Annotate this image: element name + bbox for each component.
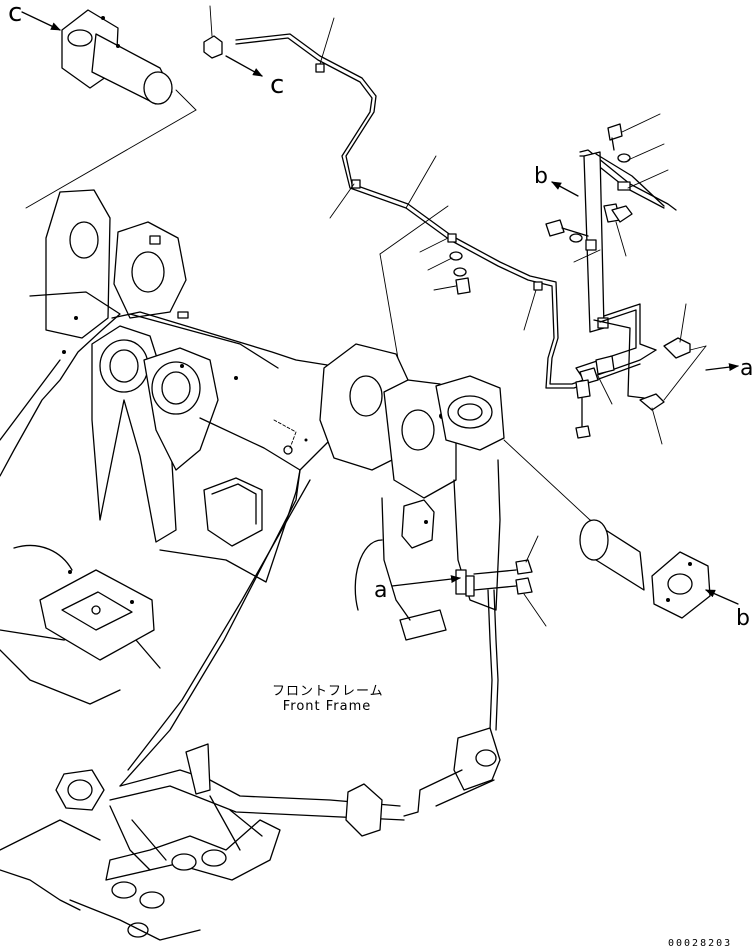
front-frame-label-japanese: フロントフレーム xyxy=(272,684,384,699)
arrow-c-top-left xyxy=(21,11,61,31)
callout-b-right: b xyxy=(534,164,548,189)
front-frame xyxy=(0,189,711,941)
connector-top xyxy=(203,5,223,59)
tube-line-upper xyxy=(235,17,657,389)
callout-b-bottom-right: b xyxy=(736,606,750,631)
arrow-c-top-mid xyxy=(225,55,263,77)
bracket-assembly-right xyxy=(545,113,707,445)
front-frame-label: フロントフレーム Front Frame xyxy=(272,684,384,714)
arrow-a-right xyxy=(705,363,739,372)
callout-c-top-left: c xyxy=(8,0,23,28)
document-number: 00028203 xyxy=(668,938,733,949)
front-frame-label-english: Front Frame xyxy=(282,699,372,714)
arrow-a-mid xyxy=(391,575,461,587)
callout-a-mid: a xyxy=(374,578,388,603)
callout-c-top-mid: c xyxy=(270,70,285,100)
pin-top-left xyxy=(25,9,197,209)
arrow-b-right xyxy=(551,181,579,197)
arrow-b-bottom-right xyxy=(705,589,739,605)
bolt-set-mid xyxy=(419,237,471,295)
callout-a-right: a xyxy=(740,356,754,381)
